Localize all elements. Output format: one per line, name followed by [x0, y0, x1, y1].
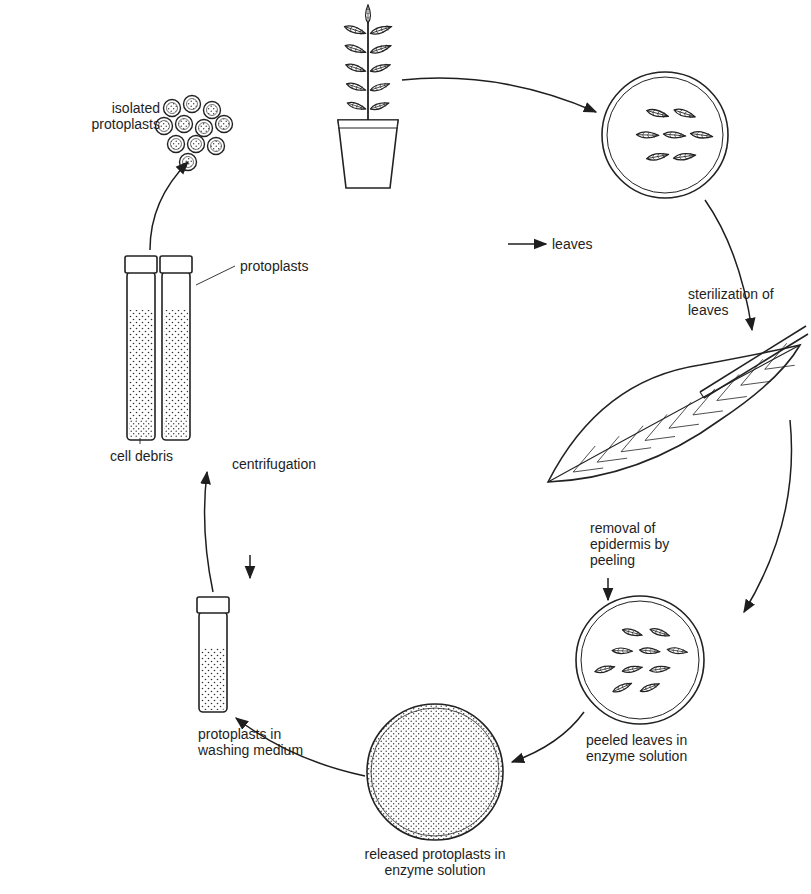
- plant-leaf: [344, 43, 366, 55]
- washing-tube: [197, 597, 229, 712]
- dish-leaf: [690, 130, 713, 139]
- plant-leaf: [345, 62, 366, 74]
- stage-label: protoplasts: [240, 258, 340, 274]
- dish-leaf: [673, 107, 696, 120]
- dish-leaf: [639, 647, 660, 654]
- step-label: centrifugation: [232, 456, 352, 472]
- dish-leaf: [612, 681, 633, 694]
- plant-leaf: [370, 81, 391, 92]
- step-label: removal of epidermis by peeling: [590, 520, 690, 568]
- potted-plant: [338, 5, 398, 188]
- dish-leaf: [649, 665, 670, 673]
- cycle-arrows: [150, 78, 792, 776]
- dish-leaf: [636, 132, 658, 139]
- plant-leaf: [370, 24, 393, 37]
- stage-label: cell debris: [110, 448, 200, 464]
- leaf-peeling: [548, 326, 808, 482]
- dish-leaf: [667, 647, 688, 655]
- plant-leaf: [346, 81, 367, 92]
- dish-leaf: [663, 131, 685, 139]
- plant-leaf: [346, 100, 366, 111]
- dish-leaf: [649, 627, 670, 638]
- dish-leaf: [646, 108, 669, 119]
- dish-leaf: [622, 665, 643, 674]
- centrifuged-tubes: [125, 256, 235, 444]
- step-label: sterilization of leaves: [688, 286, 798, 318]
- stage-label: released protoplasts in enzyme solution: [350, 846, 520, 878]
- step-label: leaves: [552, 236, 632, 252]
- petri-dish-leaves: [602, 72, 728, 198]
- petri-dish-protoplasts: [367, 704, 503, 840]
- plant-leaf: [370, 43, 392, 55]
- plant-leaf: [344, 24, 367, 37]
- dish-leaf: [594, 664, 615, 674]
- dish-leaf: [612, 648, 632, 654]
- dish-leaf: [646, 152, 669, 162]
- stage-label: peeled leaves in enzyme solution: [586, 732, 726, 764]
- dish-leaf: [673, 152, 696, 161]
- dish-leaf: [622, 627, 643, 638]
- isolated-protoplasts: [156, 96, 233, 171]
- plant-leaf: [370, 62, 391, 74]
- dish-leaf: [639, 681, 660, 693]
- stage-label: protoplasts in washing medium: [198, 726, 328, 758]
- plant-leaf: [370, 100, 390, 111]
- stage-label: isolated protoplasts: [60, 100, 160, 132]
- petri-dish-peeled: [576, 596, 704, 724]
